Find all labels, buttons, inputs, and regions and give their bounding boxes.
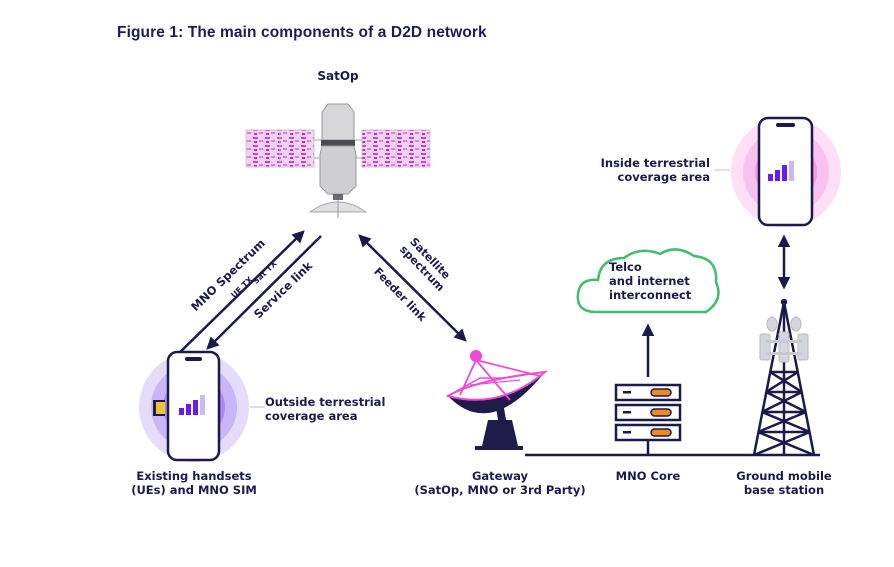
cloud-label-line2: and internet	[609, 274, 690, 288]
outside-coverage-line1: Outside terrestrial	[265, 395, 386, 409]
handset-inside-icon	[714, 116, 841, 227]
mno-core-server-icon	[614, 383, 682, 455]
cloud-label: Telco and internet interconnect	[609, 260, 709, 302]
inside-coverage-line1: Inside terrestrial	[600, 156, 710, 170]
antenna-panels-icon	[759, 316, 809, 363]
base-station-line1: Ground mobile	[736, 469, 832, 483]
handset-outside-icon	[139, 350, 265, 462]
feeder-link-arrow	[358, 234, 467, 342]
cloud-label-line3: interconnect	[609, 288, 692, 302]
gateway-label: Gateway (SatOp, MNO or 3rd Party)	[410, 469, 590, 497]
base-station-line2: base station	[743, 483, 825, 497]
gateway-dish-icon	[445, 350, 549, 450]
uplink-arrow	[174, 230, 305, 358]
outside-coverage-label: Outside terrestrial coverage area	[265, 395, 405, 423]
gateway-label-line1: Gateway	[471, 469, 529, 483]
downlink-arrow	[206, 235, 322, 350]
base-station-label: Ground mobile base station	[724, 469, 844, 497]
base-station-tower-icon	[752, 298, 816, 457]
mno-core-label: MNO Core	[615, 469, 681, 483]
satop-label: SatOp	[317, 69, 359, 83]
handset-label: Existing handsets (UEs) and MNO SIM	[124, 469, 264, 497]
satellite-icon	[245, 103, 431, 218]
figure-title: Figure 1: The main components of a D2D n…	[117, 24, 487, 41]
cloud-label-line1: Telco	[609, 260, 642, 274]
outside-coverage-line2: coverage area	[265, 409, 358, 423]
inside-coverage-line2: coverage area	[617, 170, 710, 184]
gateway-label-line2: (SatOp, MNO or 3rd Party)	[414, 483, 586, 497]
handset-label-line1: Existing handsets	[136, 469, 252, 483]
cloud-icon	[576, 248, 720, 314]
handset-label-line2: (UEs) and MNO SIM	[131, 483, 257, 497]
inside-coverage-label: Inside terrestrial coverage area	[570, 156, 710, 184]
